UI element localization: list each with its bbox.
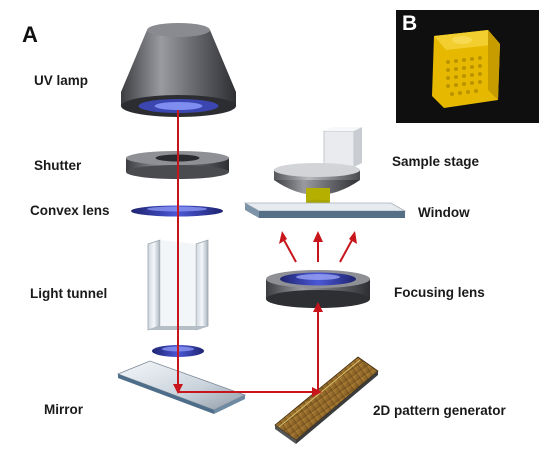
beam-right-up <box>339 239 353 263</box>
label-pattern-generator: 2D pattern generator <box>373 403 506 418</box>
label-window: Window <box>418 205 470 220</box>
mirror <box>116 360 247 414</box>
arrowhead <box>312 387 322 397</box>
arrowhead <box>313 231 323 242</box>
printed-cube-image <box>432 30 500 108</box>
label-focusing-lens: Focusing lens <box>394 285 485 300</box>
label-uv-lamp: UV lamp <box>34 73 89 88</box>
arrowhead <box>349 231 357 244</box>
label-mirror: Mirror <box>44 402 84 417</box>
panel-label-b: B <box>402 12 418 35</box>
light-path <box>177 110 353 393</box>
label-sample-stage: Sample stage <box>392 154 480 169</box>
focusing-lens <box>266 270 370 308</box>
printed-part-photo: B <box>396 10 539 123</box>
label-light-tunnel: Light tunnel <box>30 286 108 301</box>
label-shutter: Shutter <box>34 158 82 173</box>
pattern-generator-chip <box>274 356 379 444</box>
sample-stage <box>274 127 362 205</box>
panel-label-a: A <box>22 22 38 47</box>
uv-lamp <box>121 23 236 117</box>
arrowheads <box>173 231 357 397</box>
arrowhead <box>313 302 323 312</box>
beam-left-up <box>283 239 297 263</box>
label-convex-lens: Convex lens <box>30 203 110 218</box>
arrowhead <box>279 231 287 244</box>
arrowhead <box>173 384 183 394</box>
window-plate <box>243 202 407 218</box>
